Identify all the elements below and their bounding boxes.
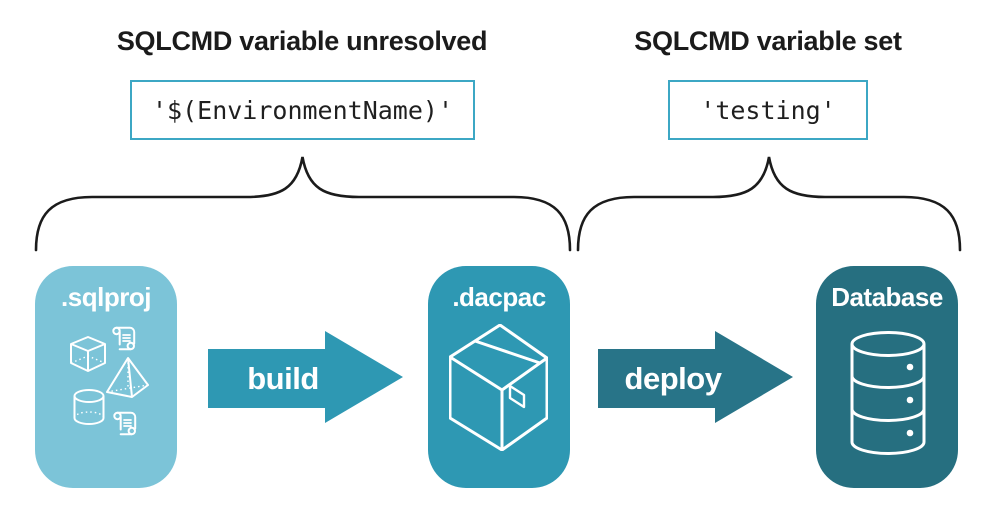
cylinder-icon [73, 389, 105, 425]
dacpac-node-label: .dacpac [452, 282, 546, 312]
set-variable-value: 'testing' [700, 95, 836, 125]
deploy-arrow-label: deploy [624, 360, 722, 396]
scroll-icon [113, 411, 137, 436]
sqlproj-node: .sqlproj [35, 266, 177, 488]
unresolved-variable-box: '$(EnvironmentName)' [130, 80, 475, 140]
pyramid-icon [106, 357, 149, 398]
database-node: Database [816, 266, 958, 488]
deploy-arrow [598, 331, 793, 423]
cube-icon [70, 336, 106, 372]
left-brace [34, 156, 572, 252]
build-arrow-label: build [247, 360, 319, 396]
dacpac-node: .dacpac [428, 266, 570, 488]
set-variable-box: 'testing' [668, 80, 868, 140]
build-arrow-shape [208, 331, 403, 423]
database-icon [850, 331, 926, 455]
left-annotation-title: SQLCMD variable unresolved [116, 26, 488, 56]
database-node-label: Database [831, 282, 943, 312]
right-brace [576, 156, 962, 252]
right-annotation-title: SQLCMD variable set [634, 26, 902, 56]
deploy-arrow-shape [598, 331, 793, 423]
build-arrow [208, 331, 403, 423]
scroll-icon [112, 326, 136, 351]
sqlproj-node-label: .sqlproj [61, 282, 151, 312]
package-icon [449, 324, 548, 451]
unresolved-variable-value: '$(EnvironmentName)' [151, 95, 454, 125]
